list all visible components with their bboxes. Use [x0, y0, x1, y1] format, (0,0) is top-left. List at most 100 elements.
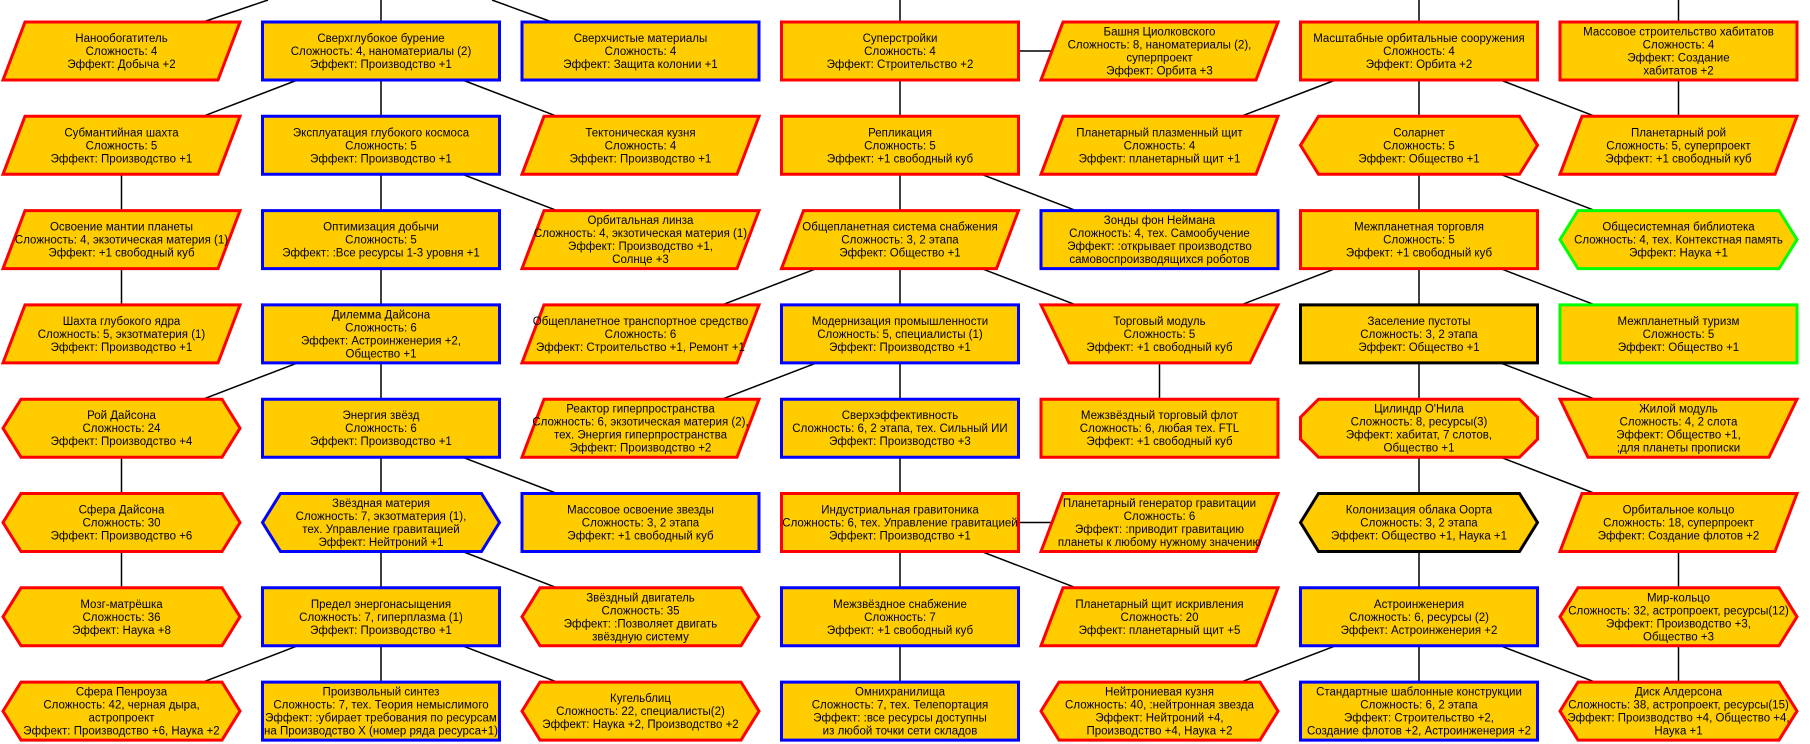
node-detail: Сложность: 4 [605, 46, 677, 58]
hexagon-shape [1, 492, 242, 553]
node-title: Омнихранилища [855, 687, 946, 699]
node-detail: Создание флотов +2, Астроинженерия +2 [1307, 726, 1531, 738]
node-detail: Сложность: 3, 2 этапа [1360, 329, 1478, 341]
node-detail: Эффект: Производство +1 [829, 342, 971, 354]
node-title: Масштабные орбитальные сооружения [1313, 33, 1525, 45]
tech-node[interactable]: Эксплуатация глубокого космосаСложность:… [261, 114, 501, 176]
node-title: Звёздная материя [332, 498, 430, 510]
node-title: Межзвёздное снабжение [833, 599, 967, 611]
node-title: Дилемма Дайсона [332, 309, 431, 321]
node-detail: Эффект: Астроинженерия +2, [301, 335, 461, 347]
node-detail: Сложность: 22, специалисты(2) [556, 706, 725, 718]
node-title: Рой Дайсона [87, 410, 156, 422]
parallelogram-shape [1038, 586, 1281, 648]
node-detail: Эффект: Добыча +2 [67, 59, 175, 71]
trapezoid-shape [1557, 397, 1800, 459]
node-title: Шахта глубокого ядра [63, 316, 181, 328]
node-detail: Эффект: Производство +1 [310, 153, 452, 165]
node-detail: Эффект: Производство +1 [310, 625, 452, 637]
node-title: Массовое строительство хабитатов [1583, 27, 1774, 39]
node-detail: Сложность: 36 [82, 612, 160, 624]
node-title: Соларнет [1393, 127, 1445, 139]
tech-node[interactable]: Общепланетная система снабженияСложность… [779, 209, 1021, 271]
node-title: Стандартные шаблонные конструкции [1316, 687, 1522, 699]
node-title: Репликация [868, 127, 932, 139]
node-detail: суперпроект [1126, 53, 1193, 65]
rect-shape [520, 492, 761, 553]
node-detail: Сложность: 5 [345, 235, 417, 247]
tech-node[interactable]: Массовое строительство хабитатовСложност… [1558, 20, 1799, 82]
node-detail: Сложность: 7, тех. Теория немыслимого [273, 700, 488, 712]
node-detail: Сложность: 4 [1383, 46, 1455, 58]
tech-node[interactable]: Общепланетное транспортное средствоСложн… [519, 303, 762, 365]
tech-node[interactable]: Стандартные шаблонные конструкцииСложнос… [1299, 680, 1539, 742]
node-detail: Сложность: 20 [1120, 612, 1198, 624]
node-title: Колонизация облака Оорта [1346, 505, 1493, 517]
rect-shape [1299, 303, 1539, 365]
node-title: Зонды фон Неймана [1104, 215, 1216, 227]
node-detail: Сложность: 30 [82, 518, 160, 530]
rect-shape [1299, 680, 1539, 742]
tech-node[interactable]: Масштабные орбитальные сооруженияСложнос… [1299, 20, 1539, 82]
node-detail: Сложность: 32, астропроект, ресурсы(12) [1568, 605, 1789, 617]
node-detail: Сложность: 4 [86, 46, 158, 58]
node-detail: Эффект: Общество +1 [1358, 153, 1479, 165]
node-title: Тектоническая кузня [585, 127, 695, 139]
node-detail: Сложность: 5 [345, 140, 417, 152]
tech-node[interactable]: Планетарный генератор гравитацииСложност… [1038, 492, 1281, 553]
parallelogram-shape [519, 397, 762, 459]
node-title: Башня Циолковского [1104, 27, 1216, 39]
rect-shape [780, 586, 1020, 648]
node-detail: Эффект: :открывает производство [1067, 241, 1252, 253]
